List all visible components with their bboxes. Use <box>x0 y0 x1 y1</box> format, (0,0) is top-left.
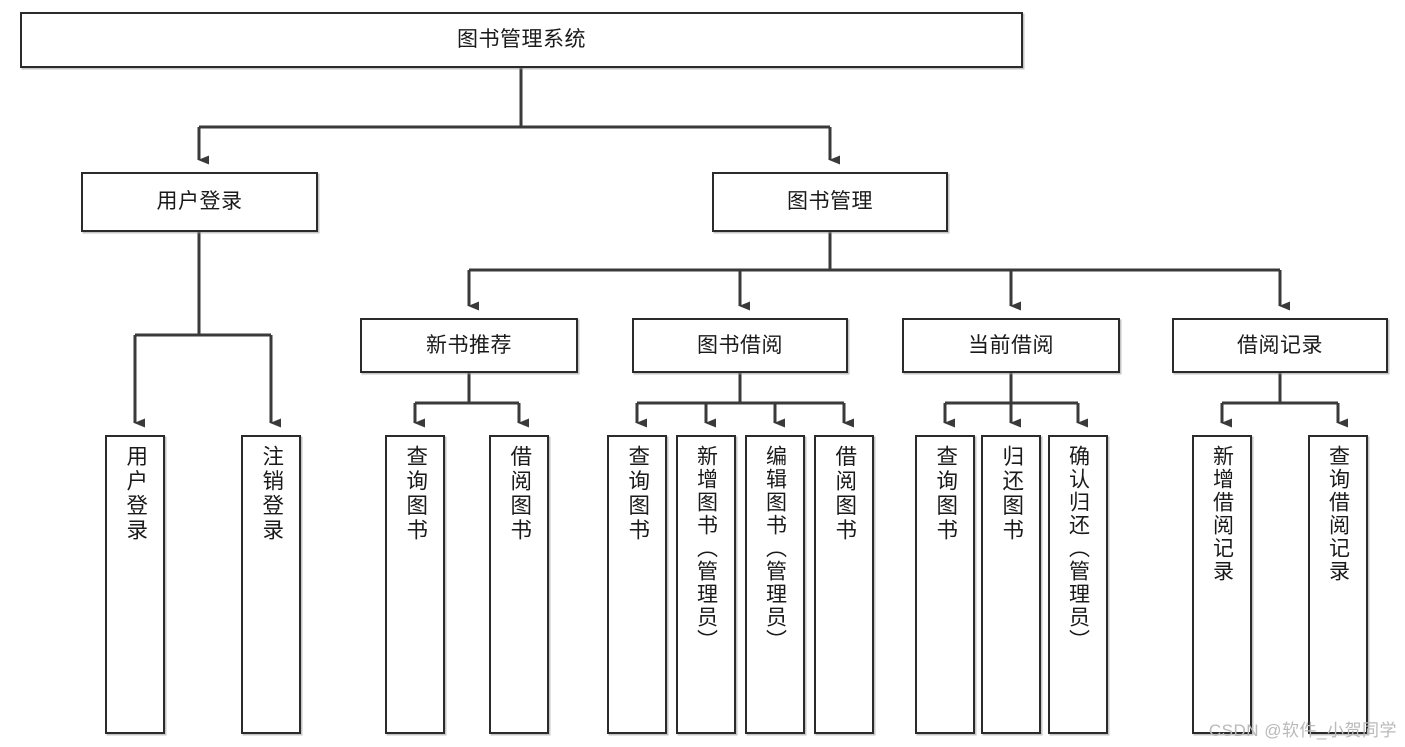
leaf-current-confirm-return-label: 确认归还（管理员） <box>1066 445 1090 652</box>
leaf-record-query-record[interactable]: 查询借阅记录 <box>1308 435 1368 734</box>
leaf-borrow-add-book-label: 新增图书（管理员） <box>694 445 718 652</box>
leaf-recommend-borrow-book-label: 借阅图书 <box>507 445 532 543</box>
node-book-management-label: 图书管理 <box>787 190 873 214</box>
leaf-borrow-query-book-label: 查询图书 <box>625 445 650 543</box>
leaf-borrow-add-book[interactable]: 新增图书（管理员） <box>676 435 736 734</box>
node-new-book-recommend-label: 新书推荐 <box>426 333 512 357</box>
leaf-current-return-book-label: 归还图书 <box>999 445 1024 543</box>
leaf-current-query-book[interactable]: 查询图书 <box>915 435 975 734</box>
leaf-borrow-borrow-book[interactable]: 借阅图书 <box>814 435 874 734</box>
node-user-login-label: 用户登录 <box>156 190 243 214</box>
leaf-borrow-query-book[interactable]: 查询图书 <box>607 435 667 734</box>
leaf-recommend-query-book[interactable]: 查询图书 <box>385 435 445 734</box>
leaf-recommend-borrow-book[interactable]: 借阅图书 <box>489 435 549 734</box>
leaf-current-confirm-return[interactable]: 确认归还（管理员） <box>1048 435 1108 734</box>
leaf-borrow-edit-book-label: 编辑图书（管理员） <box>763 445 787 652</box>
node-book-borrow[interactable]: 图书借阅 <box>632 318 848 373</box>
node-current-borrow[interactable]: 当前借阅 <box>902 318 1120 373</box>
leaf-current-query-book-label: 查询图书 <box>933 445 958 543</box>
leaf-record-query-record-label: 查询借阅记录 <box>1326 445 1350 583</box>
leaf-borrow-edit-book[interactable]: 编辑图书（管理员） <box>745 435 805 734</box>
leaf-user-login-login-label: 用户登录 <box>123 445 148 543</box>
node-root-label: 图书管理系统 <box>457 28 586 52</box>
leaf-borrow-borrow-book-label: 借阅图书 <box>832 445 857 543</box>
leaf-current-return-book[interactable]: 归还图书 <box>981 435 1041 734</box>
leaf-recommend-query-book-label: 查询图书 <box>403 445 428 543</box>
node-borrow-record[interactable]: 借阅记录 <box>1172 318 1388 373</box>
leaf-user-login-logout-label: 注销登录 <box>259 445 284 543</box>
node-borrow-record-label: 借阅记录 <box>1237 333 1323 357</box>
csdn-watermark: CSDN @软件_小贺同学 <box>1208 721 1397 740</box>
node-user-login[interactable]: 用户登录 <box>81 172 318 232</box>
node-root[interactable]: 图书管理系统 <box>20 12 1023 68</box>
node-current-borrow-label: 当前借阅 <box>968 333 1054 357</box>
leaf-user-login-login[interactable]: 用户登录 <box>105 435 165 734</box>
node-book-borrow-label: 图书借阅 <box>697 333 783 357</box>
leaf-record-add-record[interactable]: 新增借阅记录 <box>1192 435 1252 734</box>
leaf-record-add-record-label: 新增借阅记录 <box>1210 445 1234 583</box>
node-book-management[interactable]: 图书管理 <box>712 172 948 232</box>
node-new-book-recommend[interactable]: 新书推荐 <box>360 318 578 373</box>
leaf-user-login-logout[interactable]: 注销登录 <box>241 435 301 734</box>
